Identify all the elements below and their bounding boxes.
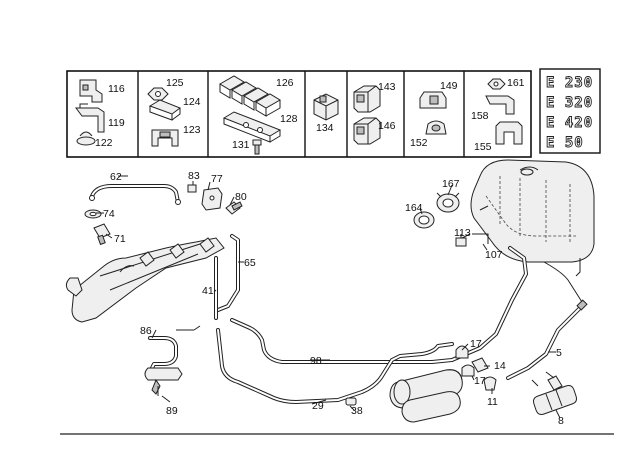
fuel-filter-icon [389,369,463,423]
holder-plate-128-icon [222,111,282,143]
callout-83: 83 [188,170,200,182]
clip-134-icon [313,93,339,121]
filler-ring-164-icon [413,211,435,229]
hose-14-icon [471,357,489,373]
clip-83-icon [187,184,197,193]
callout-98: 98 [310,355,322,367]
fuel-pump-8-icon [531,371,577,415]
label-143: 143 [378,81,396,93]
clamp-block-126-icon [219,75,281,117]
variant-e230: E 230 [546,75,593,91]
label-146: 146 [378,120,396,132]
callout-167: 167 [442,178,460,190]
bracket-119-icon [75,103,105,133]
label-152: 152 [410,137,428,149]
callout-113: 113 [454,227,471,239]
label-134: 134 [316,122,334,134]
callout-74: 74 [103,208,115,220]
screw-131-icon [252,139,262,155]
callout-38: 38 [351,405,363,417]
parts-table: 116 119 122 125 124 123 126 128 131 134 … [66,70,532,158]
clip-38-icon [345,397,357,406]
pipe-86-icon [148,336,178,374]
bolt-80-icon [225,201,243,215]
clip-152-icon [425,120,447,135]
fuel-rail-assembly-icon [65,237,225,323]
label-122: 122 [95,137,113,149]
nut-161-icon [487,78,506,90]
variant-e320: E 320 [546,95,593,111]
leader-tank-to-pipe [543,261,583,303]
clip-17-top-icon [455,345,469,359]
label-126: 126 [276,77,294,89]
line-107-icon [472,233,489,244]
callout-17-lower: 17 [474,375,486,387]
clip-113-icon [455,234,467,247]
clip-149-icon [419,91,447,109]
label-155: 155 [474,141,492,153]
pipe-65-icon [216,234,240,312]
bracket-158-icon [485,95,515,115]
clip-17-lower-icon [461,364,475,377]
model-variant-box: E 230 E 320 E 420 E 50 [539,68,601,154]
callout-86: 86 [140,325,152,337]
clamp-123-icon [151,129,179,147]
label-116: 116 [108,83,125,95]
bracket-124-icon [148,99,182,121]
label-119: 119 [108,117,125,129]
clip-146-icon [353,117,381,145]
filler-seal-167-icon [436,192,460,213]
variant-e420: E 420 [546,115,593,131]
label-131: 131 [232,139,250,151]
clip-116-icon [79,79,103,103]
callout-62: 62 [110,171,122,183]
callout-107: 107 [485,249,503,261]
callout-11: 11 [487,396,498,408]
fitting-89-icon [144,367,183,396]
callout-5: 5 [556,347,562,359]
grommet-122-icon [76,131,96,146]
label-128: 128 [280,113,298,125]
callout-80: 80 [235,191,247,203]
pipe-5-icon [506,299,588,380]
fuel-tank-icon [470,159,595,277]
label-149: 149 [440,80,458,92]
pipe-62-icon [89,184,181,205]
label-124: 124 [183,96,201,108]
clamp-155-icon [495,121,523,145]
label-123: 123 [183,124,201,136]
callout-41: 41 [202,285,214,297]
nut-125-icon [147,87,169,101]
callout-71: 71 [114,233,126,245]
callout-89: 89 [166,405,178,417]
label-125: 125 [166,77,184,89]
callout-65: 65 [244,257,256,269]
pipe-29-icon [216,328,454,404]
clip-143-icon [353,85,381,113]
label-158: 158 [471,110,489,122]
bracket-77-icon [201,187,223,211]
washer-74-icon [84,209,102,219]
callout-14: 14 [494,360,506,372]
callout-29: 29 [312,400,324,412]
callout-17-top: 17 [470,338,482,350]
callout-164: 164 [405,202,423,214]
variant-e50: E 50 [546,135,584,151]
callout-8: 8 [558,415,564,427]
clamp-11-icon [483,376,497,391]
label-161: 161 [507,77,525,89]
pipe-86-small-line [176,325,201,331]
bolt-71-icon [93,223,111,246]
callout-77: 77 [211,173,223,185]
pipe-98-icon [230,246,528,364]
